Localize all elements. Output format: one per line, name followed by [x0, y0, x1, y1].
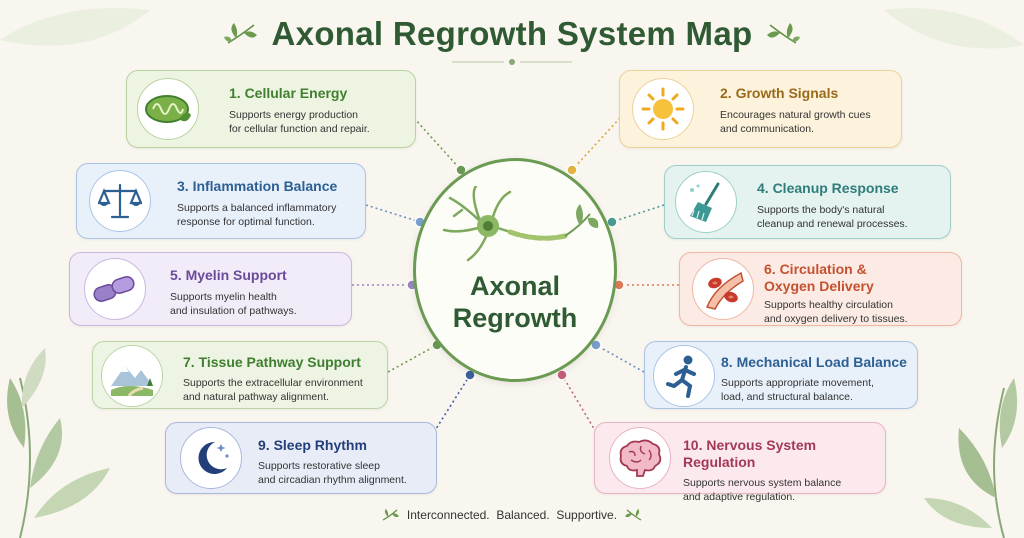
footer-tagline: Interconnected. Balanced. Supportive. [0, 508, 1024, 522]
sun-icon [641, 87, 685, 131]
node-description: Supports restorative sleep and circadian… [258, 459, 407, 487]
node-description: Supports the body's natural cleanup and … [757, 203, 908, 231]
node-title: 5. Myelin Support [170, 267, 287, 283]
center-label-line1: Axonal [469, 271, 561, 301]
node-title: 10. Nervous System Regulation [683, 437, 817, 470]
node-title: 2. Growth Signals [720, 85, 839, 101]
background-leaves-left-icon [7, 348, 110, 538]
icon-badge [84, 258, 146, 320]
background-leaf-top-right-icon [884, 8, 1024, 49]
node-title: 9. Sleep Rhythm [258, 437, 367, 453]
node-title: 8. Mechanical Load Balance [721, 354, 907, 370]
node-description: Supports healthy circulation and oxygen … [764, 298, 908, 326]
balance-scale-icon [98, 183, 142, 219]
center-hub [413, 158, 617, 382]
node-title-line2: Oxygen Delivery [764, 278, 874, 294]
leaf-sprig-left-icon [382, 509, 399, 521]
node-card-myelin-support: 5. Myelin Support Supports myelin health… [69, 252, 352, 326]
node-title: 3. Inflammation Balance [177, 178, 338, 194]
icon-badge [609, 427, 671, 489]
title-divider [452, 59, 572, 65]
node-desc-line1: Supports healthy circulation [764, 299, 893, 311]
node-desc-line1: Supports the body's natural [757, 204, 885, 216]
moon-icon [198, 441, 229, 474]
node-desc-line1: Supports nervous system balance [683, 477, 842, 489]
node-desc-line1: Supports a balanced inflammatory [177, 202, 337, 214]
node-card-mechanical-load: 8. Mechanical Load Balance Supports appr… [644, 341, 918, 409]
node-desc-line1: Supports restorative sleep [258, 460, 380, 472]
node-description: Supports a balanced inflammatory respons… [177, 201, 337, 229]
node-description: Supports myelin health and insulation of… [170, 290, 297, 318]
neuron-icon [442, 186, 599, 262]
node-desc-line1: Supports the extracellular environment [183, 377, 363, 389]
blood-vessel-icon [705, 271, 744, 310]
node-desc-line2: response for optimal function. [177, 216, 315, 228]
landscape-icon [111, 366, 153, 396]
title-row: Axonal Regrowth System Map [0, 8, 1024, 60]
mitochondria-icon [145, 95, 191, 123]
leaf-sprig-left-icon [223, 23, 257, 44]
node-card-growth-signals: 2. Growth Signals Encourages natural gro… [619, 70, 902, 148]
node-card-cellular-energy: 1. Cellular Energy Supports energy produ… [126, 70, 416, 148]
node-description: Supports energy production for cellular … [229, 108, 370, 136]
node-description: Encourages natural growth cues and commu… [720, 108, 871, 136]
node-description: Supports appropriate movement, load, and… [721, 376, 907, 404]
footer-text: Interconnected. Balanced. Supportive. [406, 508, 618, 522]
node-title: 6. Circulation & [764, 261, 867, 277]
node-card-tissue-pathway: 7. Tissue Pathway Support Supports the e… [92, 341, 388, 409]
icon-badge [89, 170, 151, 232]
node-desc-line2: for cellular function and repair. [229, 123, 370, 135]
icon-badge [653, 345, 715, 407]
icon-badge [180, 427, 242, 489]
icon-badge [137, 78, 199, 140]
node-card-circulation-oxygen: 6. Circulation & Oxygen Delivery Support… [679, 252, 962, 326]
icon-badge [632, 78, 694, 140]
broom-icon [690, 182, 720, 222]
node-desc-line1: Supports appropriate movement, [721, 377, 874, 389]
node-desc-line2: and circadian rhythm alignment. [258, 474, 407, 486]
center-label: Axonal Regrowth [413, 270, 617, 334]
leaf-sprig-right-icon [767, 23, 801, 44]
node-title: 1. Cellular Energy [229, 85, 348, 101]
background-leaves-right-icon [924, 378, 1018, 538]
center-label-line2: Regrowth [452, 303, 578, 333]
running-person-icon [666, 355, 696, 398]
node-card-inflammation-balance: 3. Inflammation Balance Supports a balan… [76, 163, 366, 239]
icon-badge [101, 345, 163, 407]
brain-icon [619, 439, 662, 477]
icon-badge [692, 258, 754, 320]
node-desc-line2: and oxygen delivery to tissues. [764, 313, 908, 325]
node-description: Supports the extracellular environment a… [183, 376, 363, 404]
node-desc-line2: and insulation of pathways. [170, 305, 297, 317]
background-leaf-top-left-icon [0, 8, 150, 46]
node-desc-line1: Encourages natural growth cues [720, 109, 871, 121]
node-desc-line2: load, and structural balance. [721, 391, 853, 403]
page-title: Axonal Regrowth System Map [271, 15, 753, 52]
node-card-sleep-rhythm: 9. Sleep Rhythm Supports restorative sle… [165, 422, 437, 494]
icon-badge [675, 171, 737, 233]
node-desc-line1: Supports energy production [229, 109, 358, 121]
leaf-sprig-right-icon [625, 509, 642, 521]
node-title: 4. Cleanup Response [757, 180, 899, 196]
node-desc-line2: and communication. [720, 123, 814, 135]
node-card-cleanup-response: 4. Cleanup Response Supports the body's … [664, 165, 951, 239]
node-desc-line2: and natural pathway alignment. [183, 391, 329, 403]
node-desc-line2: and adaptive regulation. [683, 491, 796, 503]
node-desc-line1: Supports myelin health [170, 291, 277, 303]
node-card-nervous-system-regulation: 10. Nervous System Regulation Supports n… [594, 422, 886, 503]
myelin-icon [93, 276, 135, 302]
node-desc-line2: cleanup and renewal processes. [757, 218, 908, 230]
node-title: 7. Tissue Pathway Support [183, 354, 361, 370]
node-description: Supports nervous system balance and adap… [683, 476, 885, 504]
